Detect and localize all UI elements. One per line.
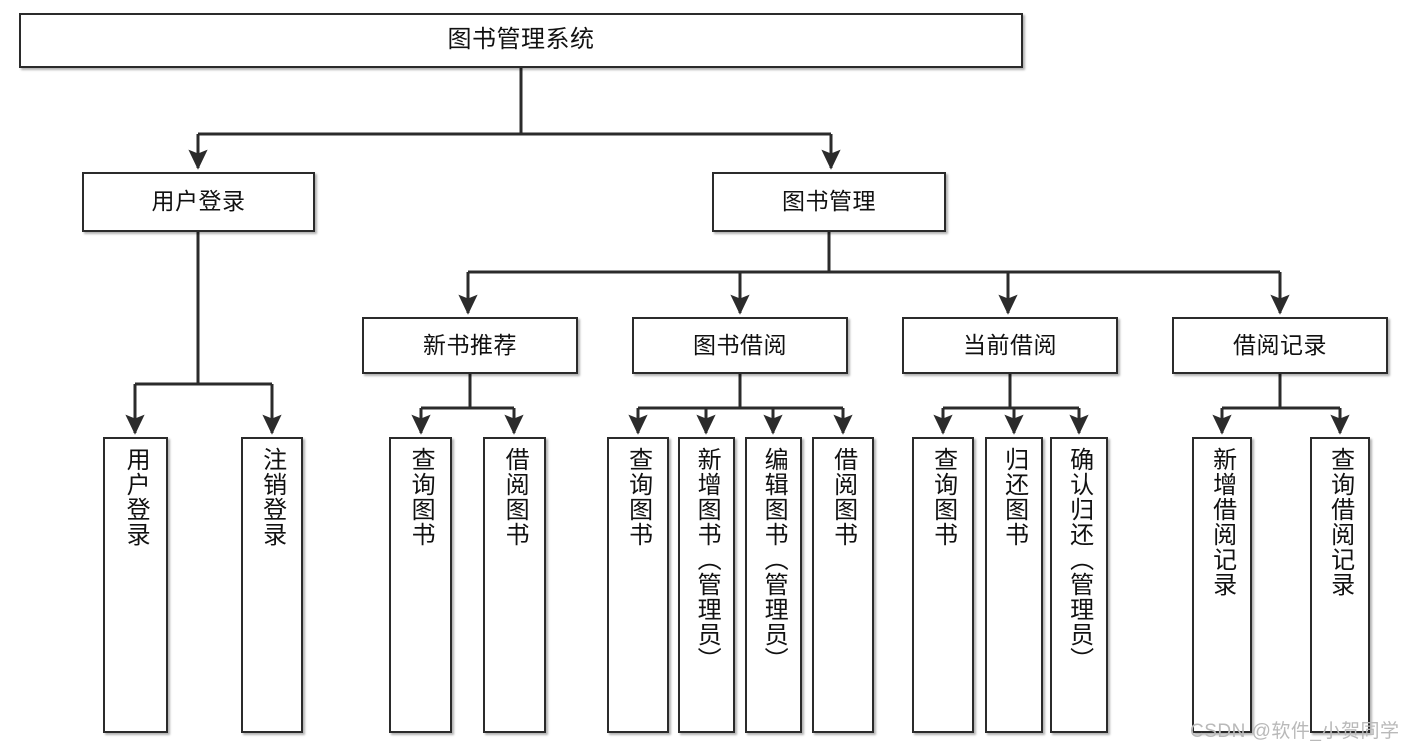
node-leaf-edit-book-label: 编辑图书（管理员） [760,447,788,672]
node-leaf-add-record[interactable]: 新增借阅记录 [1192,437,1252,733]
node-borrow-record-label: 借阅记录 [1233,331,1327,358]
node-leaf-add-book-label: 新增图书（管理员） [693,447,721,672]
node-book-manage-label: 图书管理 [782,188,876,215]
node-leaf-return-book-label: 归还图书 [1000,447,1028,547]
node-borrow-record[interactable]: 借阅记录 [1172,317,1388,374]
node-current-borrow[interactable]: 当前借阅 [902,317,1118,374]
node-current-borrow-label: 当前借阅 [963,331,1057,358]
node-leaf-query-record[interactable]: 查询借阅记录 [1310,437,1370,733]
node-new-book-recommend[interactable]: 新书推荐 [362,317,578,374]
node-new-book-recommend-label: 新书推荐 [423,331,517,358]
node-book-borrow[interactable]: 图书借阅 [632,317,848,374]
node-leaf-query-book-2[interactable]: 查询图书 [607,437,669,733]
node-leaf-query-book-1[interactable]: 查询图书 [389,437,452,733]
node-leaf-edit-book[interactable]: 编辑图书（管理员） [745,437,802,733]
node-leaf-add-record-label: 新增借阅记录 [1208,447,1236,597]
node-leaf-borrow-book-2-label: 借阅图书 [829,447,857,547]
node-leaf-return-book[interactable]: 归还图书 [985,437,1043,733]
node-leaf-borrow-book-1-label: 借阅图书 [501,447,529,547]
node-leaf-add-book[interactable]: 新增图书（管理员） [678,437,735,733]
node-leaf-confirm-return-label: 确认归还（管理员） [1065,447,1093,672]
node-book-manage[interactable]: 图书管理 [712,172,946,232]
node-root-system[interactable]: 图书管理系统 [19,13,1023,68]
node-leaf-user-login-label: 用户登录 [122,447,150,547]
csdn-watermark: CSDN @软件_小贺同学 [1190,721,1400,742]
node-user-login[interactable]: 用户登录 [82,172,315,232]
node-leaf-borrow-book-2[interactable]: 借阅图书 [812,437,874,733]
node-leaf-confirm-return[interactable]: 确认归还（管理员） [1050,437,1108,733]
node-leaf-user-logout[interactable]: 注销登录 [241,437,303,733]
node-leaf-query-book-1-label: 查询图书 [407,447,435,547]
node-user-login-label: 用户登录 [151,188,246,215]
node-leaf-borrow-book-1[interactable]: 借阅图书 [483,437,546,733]
node-leaf-query-book-3[interactable]: 查询图书 [912,437,974,733]
node-leaf-user-logout-label: 注销登录 [258,447,286,547]
node-book-borrow-label: 图书借阅 [693,331,787,358]
node-leaf-query-record-label: 查询借阅记录 [1326,447,1354,597]
node-leaf-query-book-2-label: 查询图书 [624,447,652,547]
node-leaf-query-book-3-label: 查询图书 [929,447,957,547]
node-root-system-label: 图书管理系统 [447,26,595,54]
node-leaf-user-login[interactable]: 用户登录 [103,437,168,733]
